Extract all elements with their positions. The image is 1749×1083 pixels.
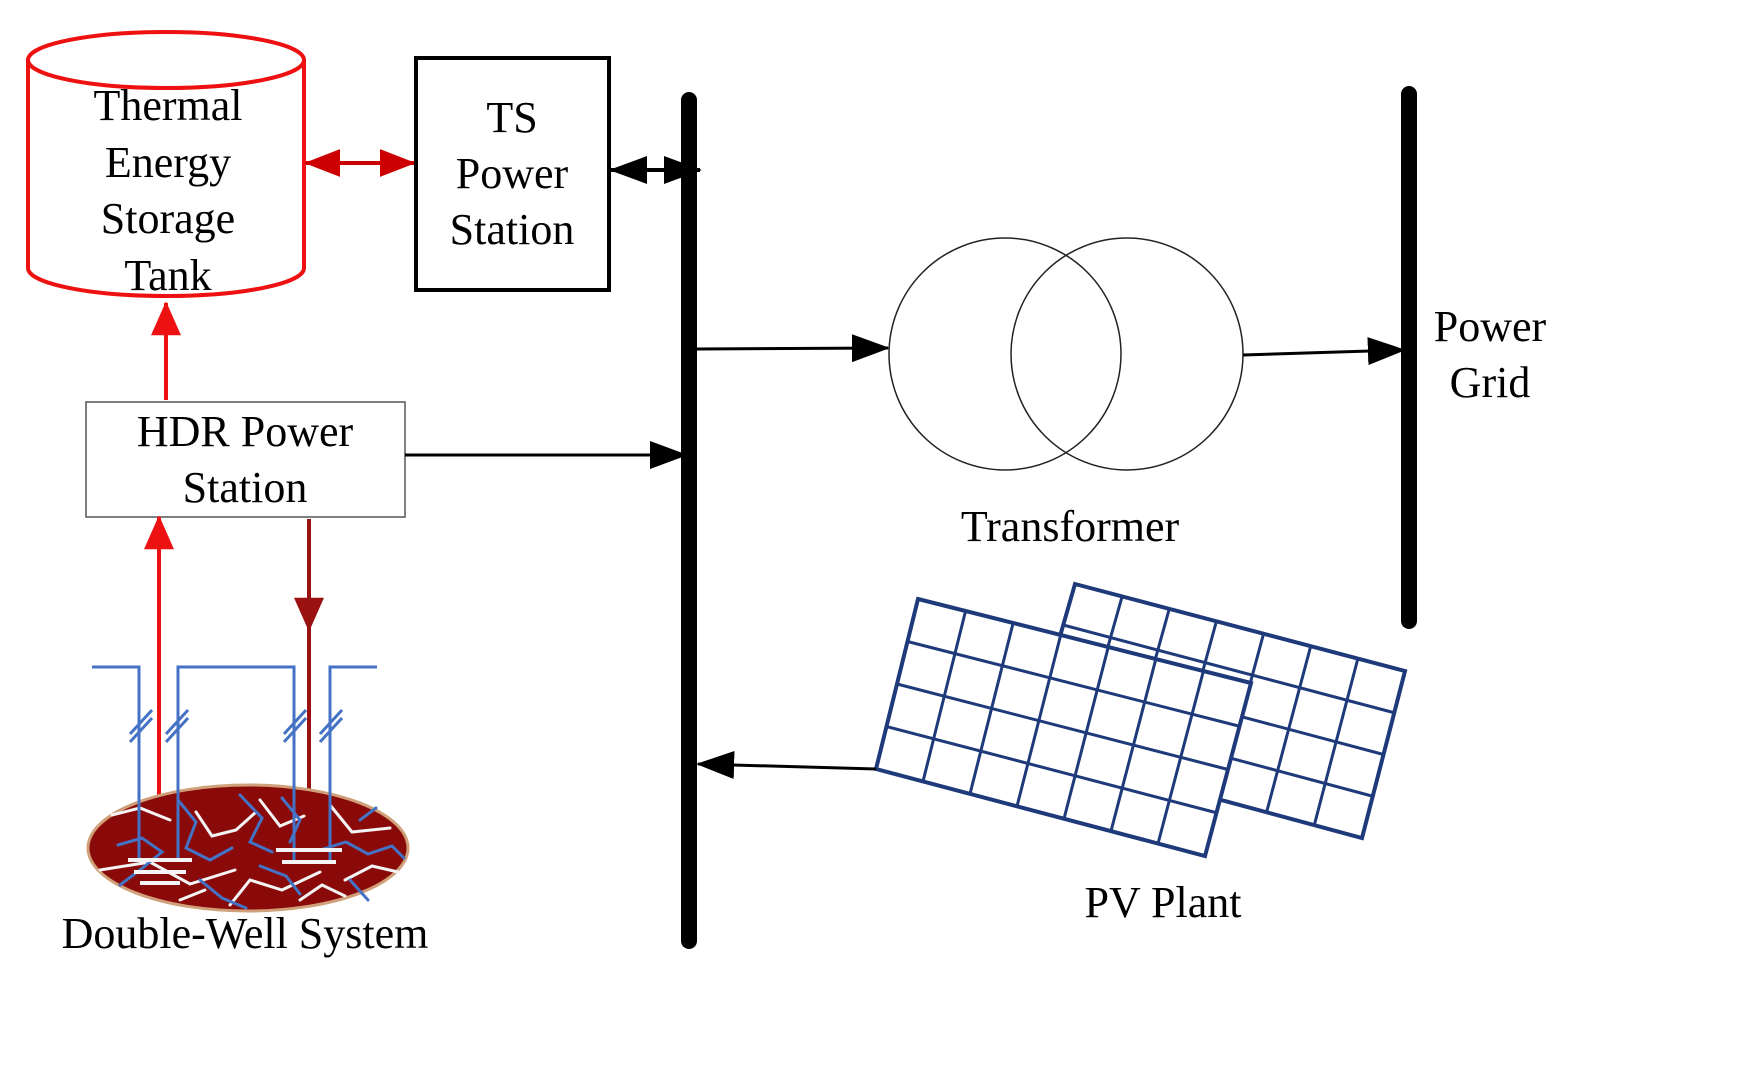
pv-cell-line [896, 682, 1229, 771]
pv-to-bus-arrow [696, 751, 877, 780]
well-bottoms [128, 848, 342, 885]
transformer-label: Transformer [961, 502, 1180, 551]
bus-to-transformer-arrow [696, 334, 890, 363]
pv-cell-line [886, 725, 1217, 815]
grid-label-line2: Grid [1450, 358, 1531, 407]
transformer-to-grid-arrow [1242, 337, 1406, 366]
double-well-system [86, 665, 410, 913]
tank-label-line4: Tank [124, 251, 211, 300]
pv-cell-line [1062, 623, 1395, 715]
geothermal-reservoir [86, 783, 410, 913]
tank-label-line3: Storage [101, 194, 235, 243]
grid-label-line1: Power [1434, 302, 1547, 351]
tank-label-line2: Energy [105, 138, 231, 187]
hdr-power-station-box [85, 401, 406, 518]
pv-label: PV Plant [1085, 878, 1242, 927]
ts-power-station-box [414, 56, 611, 292]
pv-panel-front [873, 596, 1254, 859]
ts-label-line1: TS [486, 93, 537, 142]
reservoir-fractures-blue [116, 793, 406, 910]
ts-label-line3: Station [450, 205, 575, 254]
reservoir-fractures-white [98, 798, 400, 907]
tank-label-line1: Thermal [93, 81, 242, 130]
hdr-label-line2: Station [183, 463, 308, 512]
pv-cell-line [907, 640, 1240, 728]
double-well-label: Double-Well System [62, 909, 429, 958]
ts-label-line2: Power [456, 149, 569, 198]
hdr-label-line1: HDR Power [137, 407, 354, 456]
transformer-symbol [888, 237, 1244, 471]
well-casings [92, 665, 377, 860]
thermal-storage-tank [26, 30, 306, 298]
